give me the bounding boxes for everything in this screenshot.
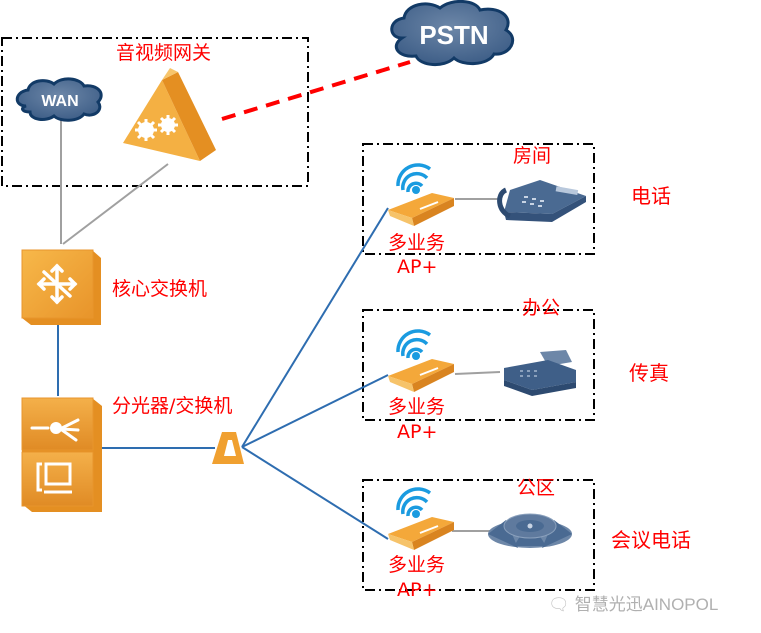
wan-label: WAN	[41, 93, 78, 110]
splitter-switch-icon	[21, 397, 102, 512]
splitter-switch-label: 分光器/交换机	[112, 395, 233, 417]
gateway-group-box	[1, 37, 309, 187]
zone-box-room	[362, 143, 595, 255]
conference-phone-icon	[488, 513, 572, 548]
core-switch-label: 核心交换机	[112, 278, 208, 300]
zone-box-public	[362, 479, 595, 591]
pstn-cloud-icon: PSTN	[390, 0, 515, 66]
watermark-text: 智慧光迅AINOPOL	[574, 595, 719, 614]
terminal-label-phone: 电话	[631, 184, 671, 208]
pstn-label: PSTN	[419, 20, 488, 50]
av-gateway-icon	[123, 68, 216, 161]
ap-label-public-line2: AP+	[397, 579, 438, 601]
gateway-group-title: 音视频网关	[116, 42, 212, 64]
ap-device-icon-office	[388, 329, 454, 392]
link-hub-ap-office	[241, 374, 389, 448]
link-hub-ap-room	[241, 207, 389, 448]
ap-label-room-line1: 多业务	[388, 232, 446, 254]
desk-phone-icon	[497, 180, 586, 222]
wan-cloud-icon: WAN	[15, 77, 103, 122]
ap-device-icon-public	[388, 487, 454, 550]
link-gateway-pstn	[221, 60, 411, 121]
link-ap-fax	[454, 371, 501, 375]
zone-label-public: 公区	[517, 477, 556, 499]
ap-device-icon-room	[388, 163, 454, 226]
zone-label-office: 办公	[522, 297, 561, 319]
fax-icon	[504, 350, 576, 396]
ap-label-room-line2: AP+	[397, 256, 438, 278]
ap-label-public-line1: 多业务	[388, 554, 446, 576]
terminal-label-conference: 会议电话	[611, 528, 691, 552]
zone-box-office	[362, 309, 595, 421]
zone-label-room: 房间	[513, 145, 552, 167]
wechat-icon: 🗨	[548, 595, 570, 614]
ap-label-office-line1: 多业务	[388, 396, 446, 418]
ap-label-office-line2: AP+	[397, 421, 438, 443]
watermark: 🗨 智慧光迅AINOPOL	[548, 590, 718, 615]
link-gateway-core	[62, 163, 169, 245]
core-switch-icon	[21, 249, 101, 325]
terminal-label-fax: 传真	[629, 361, 669, 385]
link-hub-ap-public	[241, 446, 389, 540]
optical-splitter-hub-icon	[212, 432, 244, 464]
